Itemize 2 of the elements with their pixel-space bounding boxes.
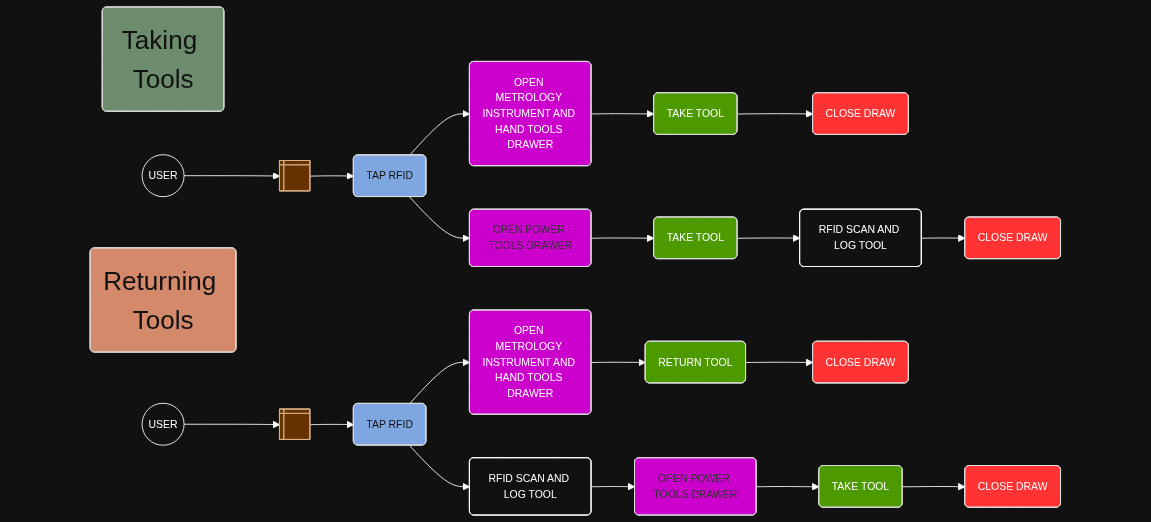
node-circle: USER [141,154,185,198]
node-circle: USER [141,402,185,446]
